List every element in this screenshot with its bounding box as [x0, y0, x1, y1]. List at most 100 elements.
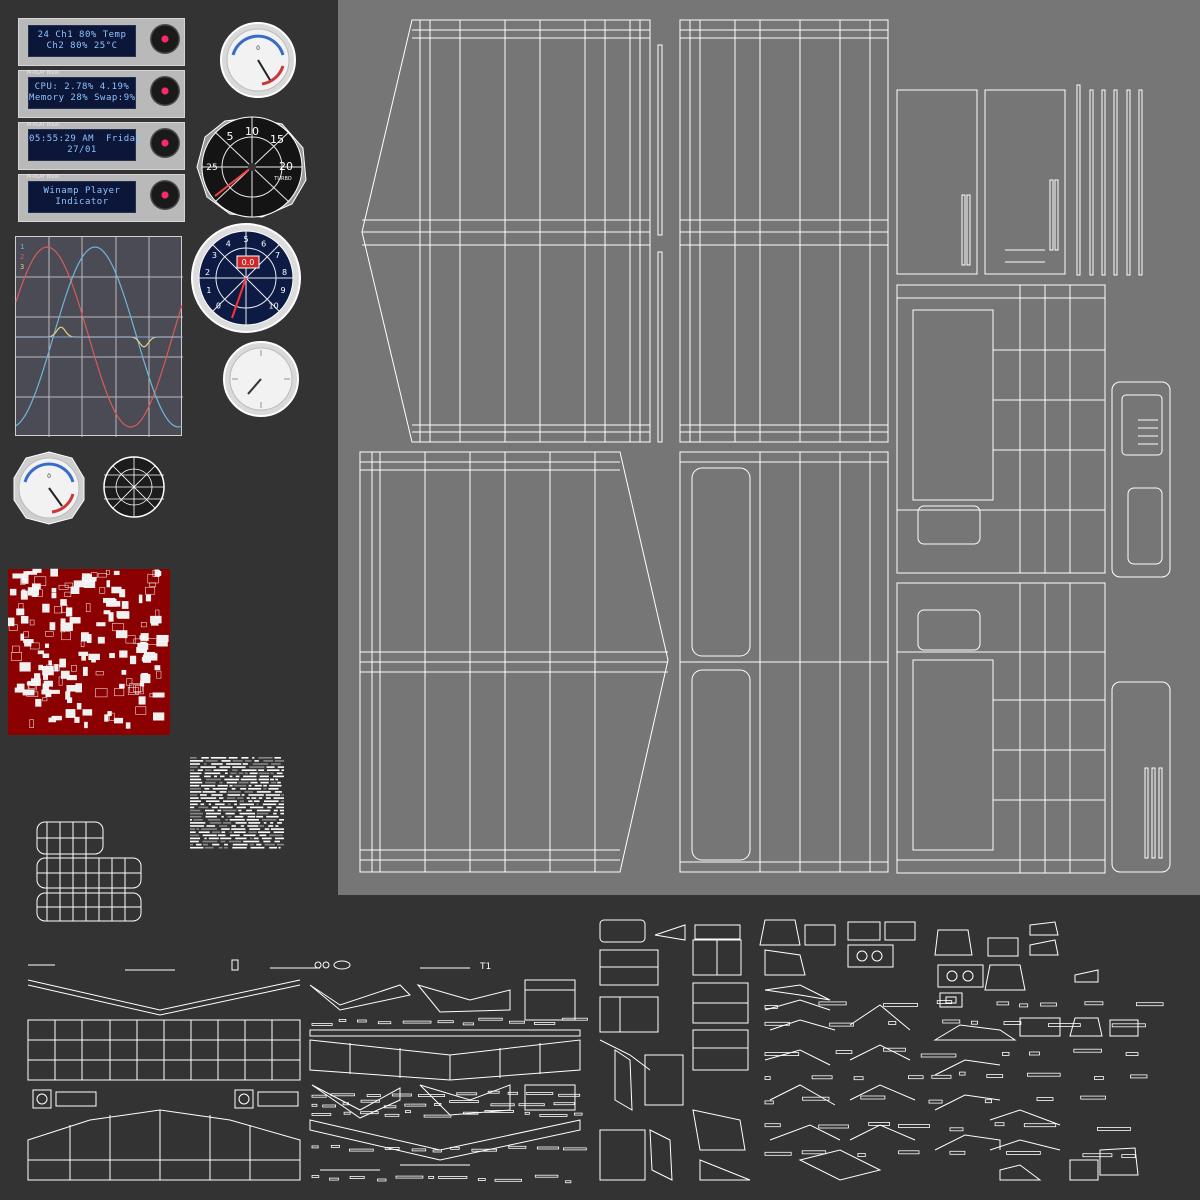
label-line: [190, 775, 200, 778]
label-line: [247, 825, 259, 827]
uv-strip: [811, 1075, 833, 1080]
uv-strip: [360, 1111, 379, 1115]
label-line: [200, 803, 205, 806]
channel-label: 2: [20, 253, 24, 261]
decal-block: [150, 615, 162, 624]
uv-strip: [1084, 1001, 1104, 1006]
label-line: [245, 760, 252, 762]
tacho-tick-label: 10: [269, 302, 279, 311]
decal-block: [58, 676, 63, 686]
lcd-caption: M-PLAY Blast: [27, 174, 60, 180]
decal-block: [113, 570, 120, 576]
decal-block: [133, 684, 143, 692]
label-line: [262, 803, 277, 806]
lcd-line: CPU: 2.78% 4.19%: [34, 82, 130, 92]
decal-block: [81, 573, 91, 582]
label-line: [231, 788, 236, 790]
uv-strip: [383, 1105, 397, 1109]
decal-block: [48, 660, 52, 666]
label-line: [201, 828, 217, 830]
uv-strip: [1048, 1023, 1081, 1027]
label-line: [280, 800, 284, 802]
label-line: [209, 822, 222, 824]
uv-strip: [931, 1074, 952, 1079]
uv-strip: [928, 1099, 943, 1104]
label-line: [268, 788, 279, 790]
decal-block: [65, 607, 73, 617]
label-line: [273, 809, 278, 812]
label-line: [271, 763, 281, 765]
label-line: [205, 781, 216, 784]
uv-strip: [338, 1019, 347, 1022]
decal-block: [97, 636, 105, 644]
label-line: [221, 828, 230, 830]
decal-block: [82, 709, 93, 716]
label-line: [190, 846, 204, 849]
label-line: [263, 822, 267, 824]
label-line: [201, 784, 216, 787]
label-line: [254, 760, 259, 762]
label-line: [219, 791, 227, 793]
label-line: [190, 800, 201, 802]
label-line: [225, 772, 228, 775]
label-line: [224, 843, 228, 846]
uv-strip: [1082, 1153, 1113, 1158]
uv-strip: [1029, 1051, 1040, 1056]
decal-block: [28, 685, 36, 689]
decal-block: [85, 603, 91, 613]
lcd-line: Winamp Player: [43, 186, 121, 196]
tacho-tick-label: 0: [216, 302, 221, 311]
label-line: [203, 843, 208, 846]
decal-block: [106, 580, 111, 588]
decal-block: [29, 619, 35, 626]
decal-block: [129, 655, 137, 665]
label-line: [249, 843, 254, 846]
label-line: [256, 809, 271, 812]
decal-block: [152, 569, 160, 577]
gauge-brand: TURBO: [273, 176, 292, 182]
label-line: [259, 825, 265, 827]
decal-block: [81, 655, 86, 661]
label-line: [229, 831, 233, 833]
decal-block: [19, 662, 31, 672]
label-line: [227, 803, 231, 806]
label-line: [232, 846, 247, 849]
decal-block: [45, 631, 54, 637]
decal-block: [107, 600, 121, 607]
uv-strip: [487, 1090, 500, 1094]
label-line: [248, 831, 257, 833]
uv-strip: [818, 1001, 847, 1006]
label-line: [198, 831, 210, 833]
label-line: [258, 778, 269, 781]
decal-block: [54, 664, 59, 672]
label-line: [220, 840, 226, 843]
label-line: [190, 828, 196, 830]
label-line: [221, 831, 226, 833]
uv-strip: [330, 1093, 355, 1097]
label-line: [274, 840, 280, 843]
uv-strip: [1003, 1021, 1022, 1025]
label-line: [266, 815, 279, 818]
uv-strip: [490, 1103, 515, 1107]
label-line: [205, 760, 218, 762]
label-line: [205, 815, 217, 818]
label-line: [219, 797, 224, 799]
decal-block: [12, 573, 25, 579]
label-line: [225, 812, 235, 815]
label-line: [274, 791, 282, 793]
decal-block: [119, 683, 125, 689]
label-line: [256, 812, 269, 815]
label-line: [263, 840, 271, 843]
label-line: [207, 819, 221, 821]
label-line: [190, 840, 199, 843]
uv-strip: [438, 1176, 468, 1179]
gauge-small-mid: [223, 341, 299, 417]
label-line: [258, 831, 271, 833]
label-line: [270, 828, 284, 830]
uv-strip: [936, 1000, 953, 1004]
decal-block: [81, 632, 89, 642]
knob-icon: [150, 180, 180, 210]
decal-block: [155, 609, 160, 618]
uv-strip: [563, 1147, 587, 1151]
uv-strip: [311, 1023, 333, 1026]
